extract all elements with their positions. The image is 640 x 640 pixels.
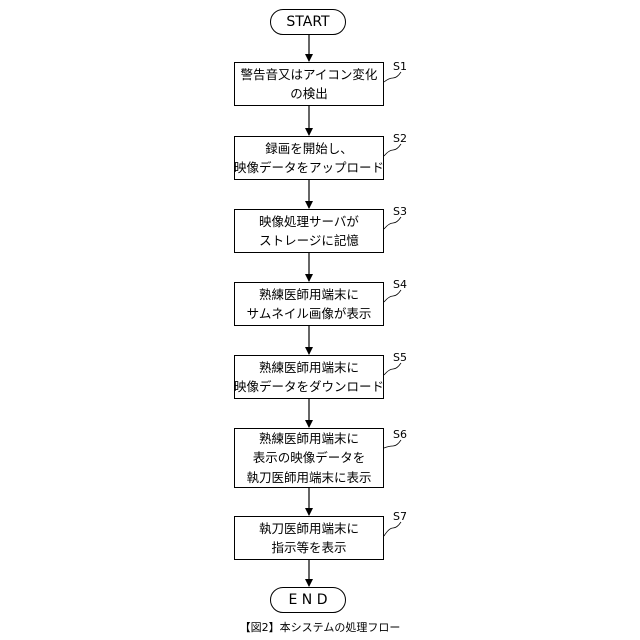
step-s2-label: S2 xyxy=(393,132,407,145)
step-s5-label: S5 xyxy=(393,351,407,364)
start-terminal: START xyxy=(270,9,346,35)
end-label: E N D xyxy=(289,592,328,608)
step-s6-line-2: 表示の映像データを xyxy=(253,448,366,467)
step-leader-line xyxy=(384,363,401,375)
step-s2-line-2: 映像データをアップロード xyxy=(234,158,384,177)
step-s1-line-2: の検出 xyxy=(290,84,328,103)
step-s6-box: 熟練医師用端末に 表示の映像データを 執刀医師用端末に表示 xyxy=(234,428,384,488)
step-leader-line xyxy=(384,144,401,156)
step-leader-line xyxy=(384,522,401,536)
step-s1-label: S1 xyxy=(393,60,407,73)
step-s3-line-1: 映像処理サーバが xyxy=(259,212,359,231)
step-s2-box: 録画を開始し、 映像データをアップロード xyxy=(234,136,384,180)
step-leader-line xyxy=(384,72,401,82)
step-s3-line-2: ストレージに記憶 xyxy=(259,231,359,250)
step-s6-label: S6 xyxy=(393,428,407,441)
figure-caption: 【図2】本システムの処理フロー xyxy=(0,619,640,635)
step-s6-line-3: 執刀医師用端末に表示 xyxy=(246,468,371,487)
step-s3-label: S3 xyxy=(393,205,407,218)
step-s7-box: 執刀医師用端末に 指示等を表示 xyxy=(234,516,384,560)
step-s1-box: 警告音又はアイコン変化 の検出 xyxy=(234,62,384,106)
start-label: START xyxy=(286,14,329,30)
step-s4-line-2: サムネイル画像が表示 xyxy=(247,304,372,323)
step-s7-label: S7 xyxy=(393,510,407,523)
step-s4-line-1: 熟練医師用端末に xyxy=(259,285,359,304)
step-leader-line xyxy=(384,217,401,229)
step-s6-line-1: 熟練医師用端末に xyxy=(259,429,359,448)
step-s5-line-2: 映像データをダウンロード xyxy=(234,377,384,396)
step-s2-line-1: 録画を開始し、 xyxy=(265,139,353,158)
step-s4-box: 熟練医師用端末に サムネイル画像が表示 xyxy=(234,282,384,326)
end-terminal: E N D xyxy=(270,587,346,613)
step-s7-line-1: 執刀医師用端末に xyxy=(259,519,359,538)
step-s7-line-2: 指示等を表示 xyxy=(271,538,346,557)
step-s5-line-1: 熟練医師用端末に xyxy=(259,358,359,377)
step-leader-line xyxy=(384,290,401,302)
step-s3-box: 映像処理サーバが ストレージに記憶 xyxy=(234,209,384,253)
step-s1-line-1: 警告音又はアイコン変化 xyxy=(241,65,378,84)
step-s4-label: S4 xyxy=(393,278,407,291)
step-leader-line xyxy=(384,440,401,448)
step-s5-box: 熟練医師用端末に 映像データをダウンロード xyxy=(234,355,384,399)
